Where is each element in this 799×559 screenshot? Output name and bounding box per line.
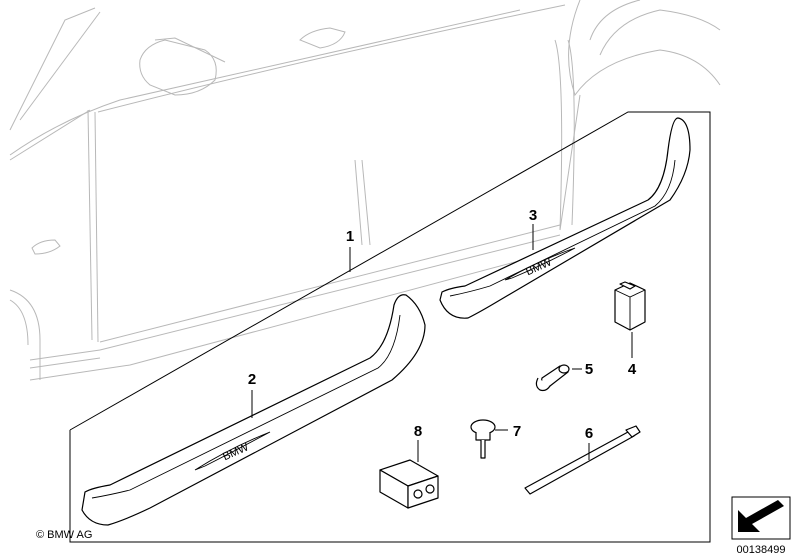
rear-door-sill-strip: BMW (439, 117, 691, 319)
front-door-sill-strip: BMW (81, 294, 426, 526)
set-frame (69, 111, 711, 543)
callout-4: 4 (628, 361, 637, 378)
expanding-rivet (470, 419, 496, 459)
plug-connector (379, 459, 439, 509)
callout-6: 6 (585, 425, 593, 442)
cable-tie (524, 425, 641, 495)
callout-5: 5 (585, 361, 593, 378)
arrow-icon (731, 496, 791, 540)
copyright-text: © BMW AG (36, 529, 92, 541)
car-body-outline (9, 0, 721, 381)
diagram-number: 00138499 (737, 544, 786, 556)
callout-3: 3 (529, 207, 537, 224)
callout-2: 2 (248, 371, 256, 388)
callout-8: 8 (414, 423, 422, 440)
callout-1: 1 (346, 228, 354, 245)
grommet (535, 364, 570, 392)
connector-module (614, 281, 646, 331)
callout-7: 7 (513, 423, 521, 440)
